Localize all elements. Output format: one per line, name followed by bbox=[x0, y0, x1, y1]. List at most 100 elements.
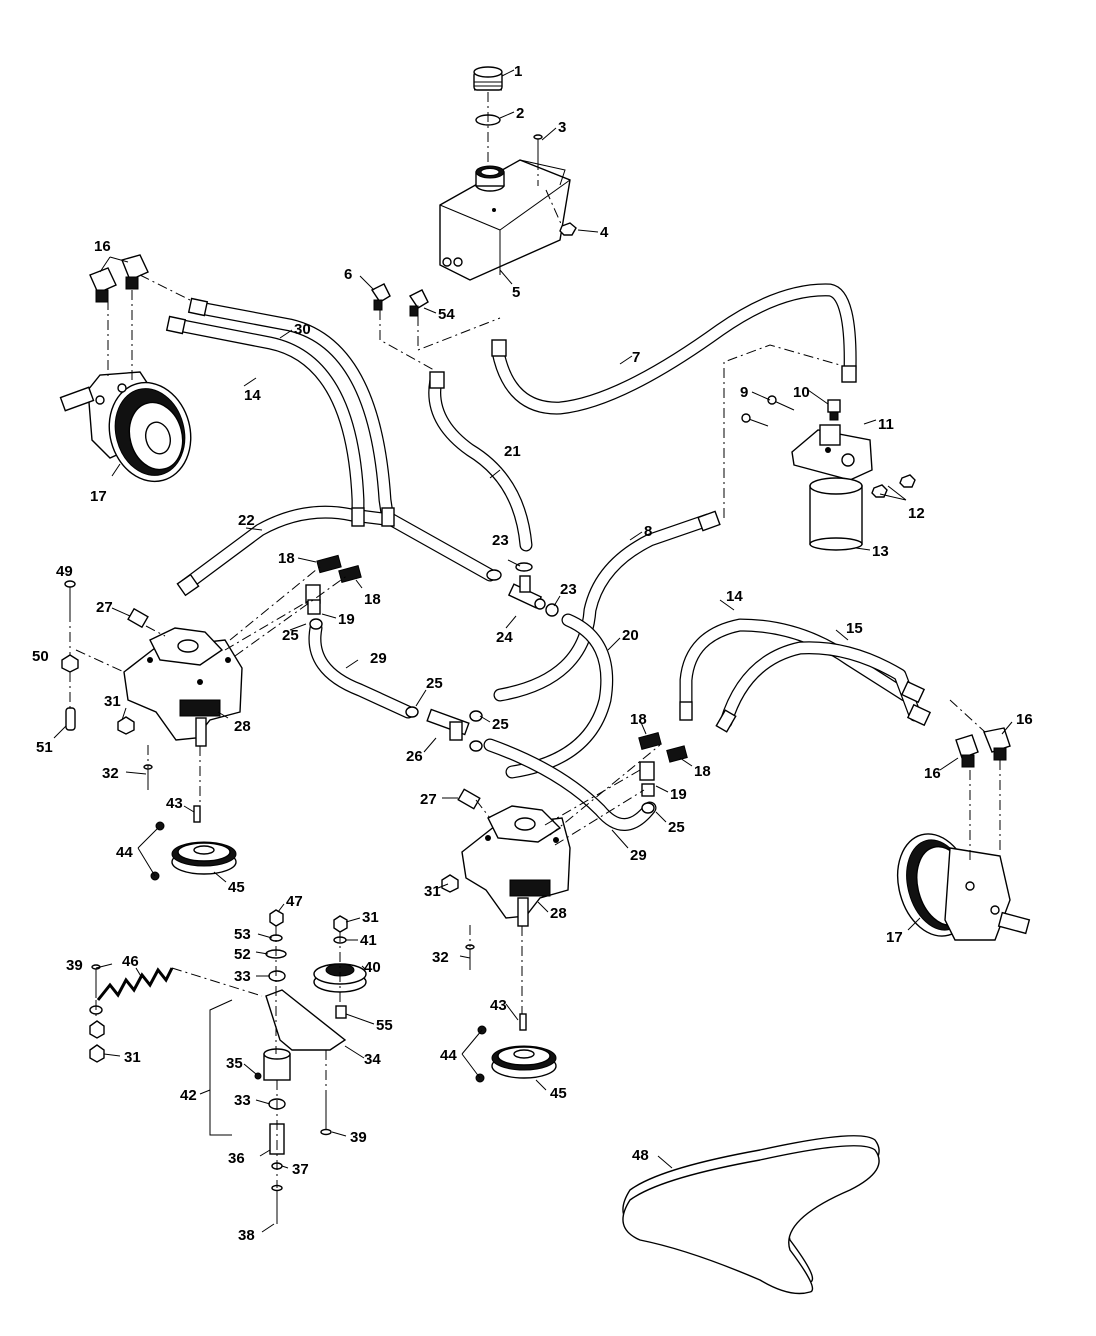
label-29-upper: 29 bbox=[370, 650, 387, 667]
wheel-motor-right bbox=[897, 833, 1031, 941]
label-31-right: 31 bbox=[424, 883, 441, 900]
label-48: 48 bbox=[632, 1147, 649, 1164]
tee-fitting-26 bbox=[426, 708, 470, 741]
label-33-upper: 33 bbox=[234, 968, 251, 985]
nut-47 bbox=[269, 909, 284, 927]
label-32-left: 32 bbox=[102, 765, 119, 782]
label-34: 34 bbox=[364, 1051, 381, 1068]
label-40: 40 bbox=[364, 959, 381, 976]
label-12: 12 bbox=[908, 505, 925, 522]
hose-fittings bbox=[165, 297, 932, 733]
fittings-18-19-right bbox=[638, 732, 688, 797]
callout-labels: 1 2 3 4 5 6 54 7 30 16 14 17 9 10 11 12 … bbox=[32, 63, 1033, 1244]
label-43-right: 43 bbox=[490, 997, 507, 1014]
label-42: 42 bbox=[180, 1087, 197, 1104]
label-30: 30 bbox=[294, 321, 311, 338]
screw-3 bbox=[533, 134, 543, 160]
label-49: 49 bbox=[56, 563, 73, 580]
keys-43 bbox=[193, 805, 527, 1031]
nut-4 bbox=[559, 222, 577, 236]
label-14-top-left: 14 bbox=[244, 387, 261, 404]
clamps-25 bbox=[309, 618, 655, 814]
label-17-right: 17 bbox=[886, 929, 903, 946]
label-50: 50 bbox=[32, 648, 49, 665]
label-27-right: 27 bbox=[420, 791, 437, 808]
label-16-right-lower: 16 bbox=[924, 765, 941, 782]
label-52: 52 bbox=[234, 946, 251, 963]
label-38: 38 bbox=[238, 1227, 255, 1244]
label-26: 26 bbox=[406, 748, 423, 765]
label-37: 37 bbox=[292, 1161, 309, 1178]
label-6: 6 bbox=[344, 266, 352, 283]
label-11: 11 bbox=[878, 416, 894, 433]
label-33-lower: 33 bbox=[234, 1092, 251, 1109]
elbow-fitting-6 bbox=[370, 283, 391, 311]
elbow-fittings-16-left bbox=[89, 254, 149, 303]
label-41: 41 bbox=[360, 932, 377, 949]
label-51: 51 bbox=[36, 739, 53, 756]
label-45-right: 45 bbox=[550, 1085, 567, 1102]
hydro-pump-left bbox=[123, 627, 243, 747]
label-19-upper: 19 bbox=[338, 611, 355, 628]
idler-arm-34 bbox=[263, 989, 347, 1081]
label-19-lower: 19 bbox=[670, 786, 687, 803]
label-18-right-lower: 18 bbox=[694, 763, 711, 780]
label-14-right: 14 bbox=[726, 588, 743, 605]
label-44-right: 44 bbox=[440, 1047, 457, 1064]
label-36: 36 bbox=[228, 1150, 245, 1167]
label-54: 54 bbox=[438, 306, 455, 323]
label-18-upper-left: 18 bbox=[278, 550, 295, 567]
label-13: 13 bbox=[872, 543, 889, 560]
label-39-arm: 39 bbox=[350, 1129, 367, 1146]
tee-fitting-24 bbox=[507, 575, 546, 610]
label-28-left: 28 bbox=[234, 718, 251, 735]
pulley-45-left bbox=[171, 841, 237, 875]
label-55: 55 bbox=[376, 1017, 393, 1034]
label-31-idler: 31 bbox=[362, 909, 379, 926]
label-35: 35 bbox=[226, 1055, 243, 1072]
label-47: 47 bbox=[286, 893, 303, 910]
elbow-fitting-54 bbox=[408, 289, 429, 317]
nuts-12 bbox=[871, 474, 916, 498]
elbow-fittings-16-right bbox=[955, 727, 1011, 768]
label-25-mid-right: 25 bbox=[492, 716, 509, 733]
bolt-35 bbox=[254, 1072, 262, 1080]
label-15: 15 bbox=[846, 620, 863, 637]
label-16-top-left: 16 bbox=[94, 238, 111, 255]
hoses bbox=[171, 283, 922, 831]
label-44-left: 44 bbox=[116, 844, 133, 861]
label-25-lower-right: 25 bbox=[668, 819, 685, 836]
label-21: 21 bbox=[504, 443, 521, 460]
pulley-45-right bbox=[491, 1045, 557, 1079]
label-16-right-top: 16 bbox=[1016, 711, 1033, 728]
label-5: 5 bbox=[512, 284, 520, 301]
nuts-31-pumps bbox=[117, 716, 459, 893]
label-39-spring: 39 bbox=[66, 957, 83, 974]
label-2: 2 bbox=[516, 105, 524, 122]
drive-belt-48 bbox=[622, 1135, 880, 1295]
label-29-lower: 29 bbox=[630, 847, 647, 864]
label-9: 9 bbox=[740, 384, 748, 401]
assembly-centerlines bbox=[69, 92, 1001, 1188]
label-1: 1 bbox=[514, 63, 522, 80]
label-18-upper-mid: 18 bbox=[364, 591, 381, 608]
nut-31-idler bbox=[333, 915, 348, 933]
reservoir-tank bbox=[439, 159, 571, 281]
label-45-left: 45 bbox=[228, 879, 245, 896]
label-31-spring: 31 bbox=[124, 1049, 141, 1066]
spacer-55 bbox=[335, 1005, 347, 1019]
label-20: 20 bbox=[622, 627, 639, 644]
clamps-23 bbox=[486, 562, 559, 617]
label-27-left: 27 bbox=[96, 599, 113, 616]
label-8: 8 bbox=[644, 523, 652, 540]
bolt-49 bbox=[64, 580, 76, 612]
label-3: 3 bbox=[558, 119, 566, 136]
label-25-mid-upper: 25 bbox=[426, 675, 443, 692]
label-32-right: 32 bbox=[432, 949, 449, 966]
label-28-right: 28 bbox=[550, 905, 567, 922]
spring-46 bbox=[89, 967, 174, 1015]
filter-element bbox=[809, 477, 863, 551]
pin-51 bbox=[65, 707, 76, 731]
fittings-18-19-left bbox=[305, 554, 362, 615]
label-7: 7 bbox=[632, 349, 640, 366]
